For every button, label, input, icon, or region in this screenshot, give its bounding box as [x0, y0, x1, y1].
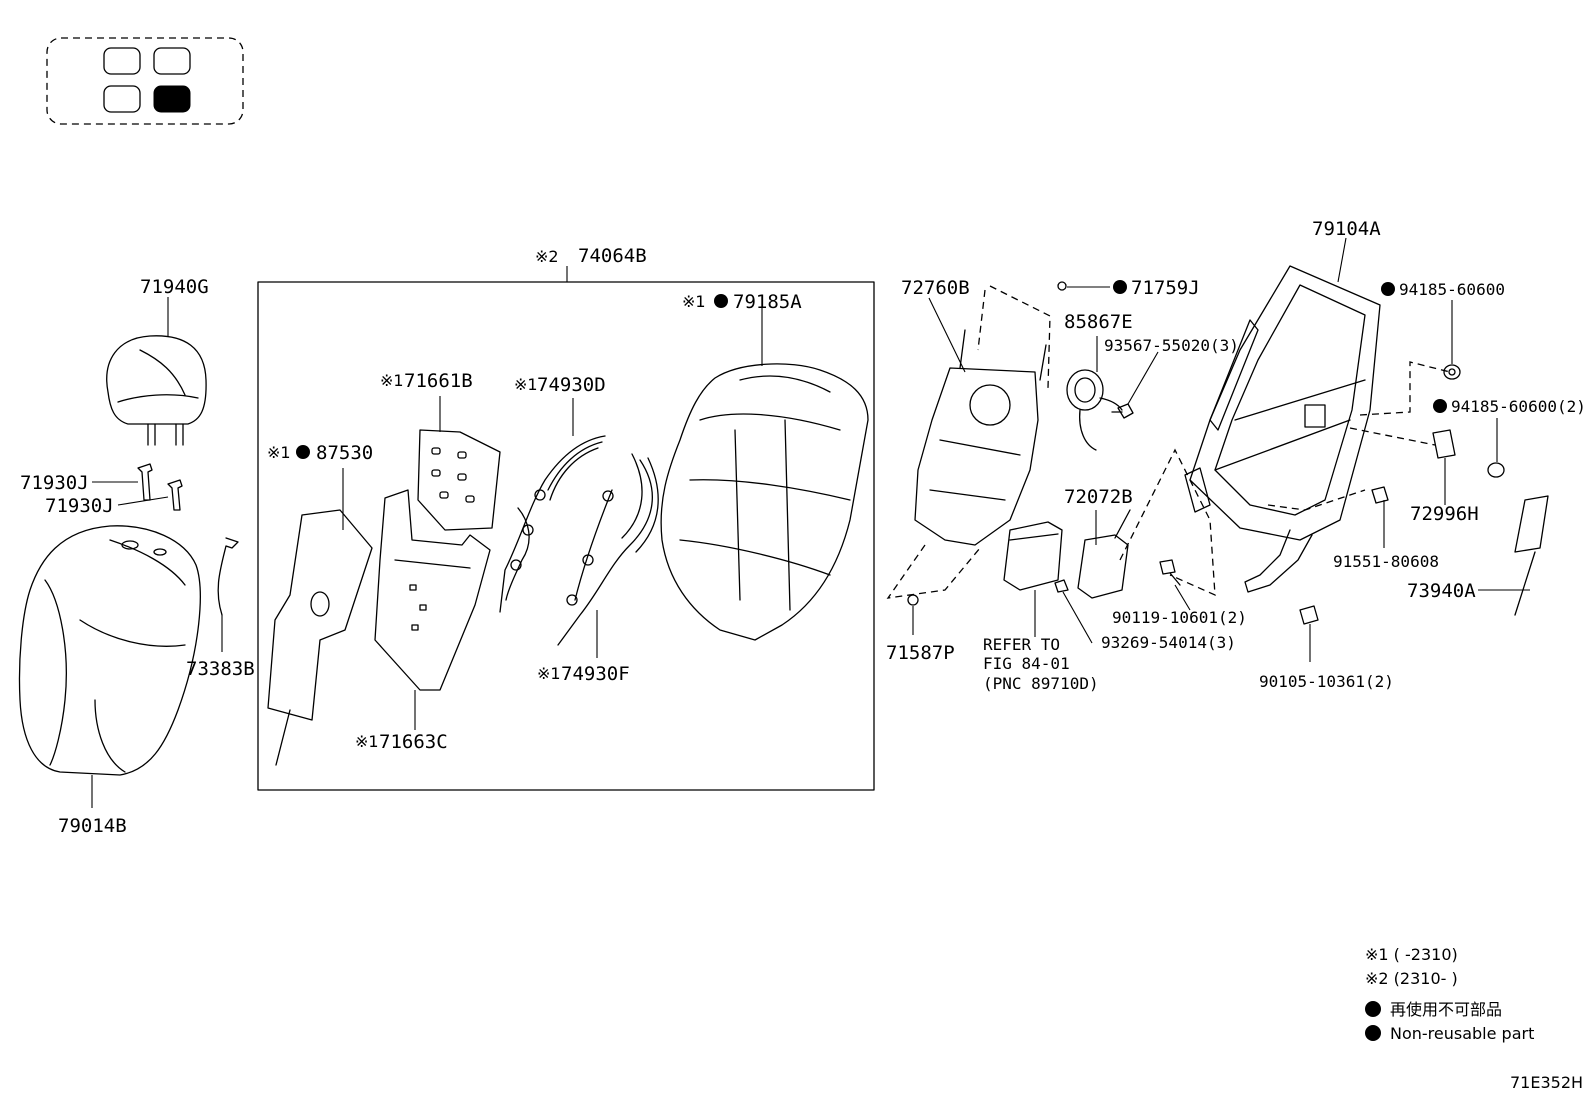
nut-94185-a-drawing [1443, 364, 1461, 380]
harness-74930F-drawing [557, 453, 659, 646]
box-mark: ※2 [535, 247, 559, 266]
figure-code: 71E352H [1510, 1073, 1583, 1092]
svg-text:※1: ※1 [380, 371, 404, 390]
svg-text:71661B: 71661B [404, 370, 473, 392]
svg-text:71663C: 71663C [379, 731, 448, 753]
svg-text:※1: ※1 [267, 443, 291, 462]
label-74930D: ※1 74930D [514, 374, 606, 396]
label-94185-60600-b: 94185-60600(2) [1433, 397, 1586, 416]
label-79014B: 79014B [58, 815, 127, 837]
pad-87530-drawing [267, 509, 373, 766]
label-72072B: 72072B [1064, 486, 1133, 508]
svg-text:※2 74064B: ※2 74064B [535, 245, 647, 267]
label-91551-80608: 91551-80608 [1333, 552, 1439, 571]
label-93269-54014: 93269-54014(3) [1101, 633, 1236, 652]
label-73383B: 73383B [186, 658, 255, 680]
seatback-cover-drawing [18, 525, 201, 776]
box-code: 74064B [578, 245, 647, 267]
nut-94185-b-drawing [1487, 462, 1505, 478]
headrest-guide-drawing [137, 463, 183, 511]
svg-text:74930D: 74930D [537, 374, 606, 396]
label-90105-10361: 90105-10361(2) [1259, 672, 1394, 691]
seat-position-front-left [103, 47, 141, 75]
label-79185A: ※1 79185A [682, 291, 802, 313]
heater-71661B-drawing [417, 429, 501, 531]
svg-text:71759J: 71759J [1131, 277, 1200, 299]
label-72996H: 72996H [1410, 503, 1479, 525]
label-74930F: ※1 74930F [537, 663, 630, 685]
svg-text:※1: ※1 [514, 375, 538, 394]
label-79104A: 79104A [1312, 218, 1381, 240]
legend-line-2: ※2 (2310- ) [1365, 969, 1458, 988]
svg-text:94185-60600(2): 94185-60600(2) [1451, 397, 1586, 416]
seat-position-front-right [153, 47, 191, 75]
seatback-pad-79185A-drawing [660, 363, 869, 641]
svg-text:※1: ※1 [355, 732, 379, 751]
wire-73383B-drawing [217, 537, 239, 616]
legend-line-1: ※1 ( -2310) [1365, 945, 1458, 964]
svg-text:(PNC 89710D): (PNC 89710D) [983, 674, 1099, 693]
svg-text:REFER TO: REFER TO [983, 635, 1060, 654]
label-71930J-a: 71930J [20, 472, 89, 494]
bolt-90119-drawing [1159, 559, 1181, 586]
harness-74930D-drawing [499, 435, 606, 613]
label-87530: ※1 87530 [267, 442, 373, 464]
seat-position-rear-right-selected [153, 85, 191, 113]
svg-text:74930F: 74930F [561, 663, 630, 685]
svg-text:94185-60600: 94185-60600 [1399, 280, 1505, 299]
label-93567-55020: 93567-55020(3) [1104, 336, 1239, 355]
seat-position-rear-left [103, 85, 141, 113]
label-71661B: ※1 71661B [380, 370, 473, 392]
screw-93567-drawing [1111, 403, 1134, 419]
assembly-box-74064B [257, 281, 875, 791]
bolt-90105-drawing [1299, 605, 1319, 625]
seatback-frame-79104A-drawing [1184, 265, 1381, 593]
svg-text:87530: 87530 [316, 442, 373, 464]
legend-line-3: 再使用不可部品 [1390, 1000, 1502, 1019]
cable-73940A-drawing [1514, 495, 1549, 616]
ecu-module-drawing [1003, 521, 1063, 591]
refer-note: REFER TO FIG 84-01 (PNC 89710D) [983, 635, 1099, 693]
label-71759J: 71759J [1113, 277, 1200, 299]
bolt-91551-drawing [1371, 486, 1389, 504]
label-71587P: 71587P [886, 642, 955, 664]
legend: ※1 ( -2310) ※2 (2310- ) 再使用不可部品 Non-reus… [1365, 945, 1534, 1043]
headrest-drawing [106, 335, 207, 446]
label-72760B: 72760B [901, 277, 970, 299]
svg-text:FIG 84-01: FIG 84-01 [983, 654, 1070, 673]
label-71940G: 71940G [140, 276, 209, 298]
label-71663C: ※1 71663C [355, 731, 448, 753]
module-72072B-drawing [1077, 509, 1131, 599]
legend-line-4: Non-reusable part [1390, 1024, 1534, 1043]
clip-93269-drawing [1054, 579, 1069, 593]
backboard-72760B-drawing [914, 329, 1047, 546]
label-73940A: 73940A [1407, 580, 1476, 602]
heater-71663C-drawing [374, 489, 491, 691]
svg-text:79185A: 79185A [733, 291, 802, 313]
seat-position-indicator [46, 37, 244, 125]
label-71930J-b: 71930J [45, 495, 114, 517]
clip-72996H-drawing [1432, 429, 1456, 459]
label-90119-10601: 90119-10601(2) [1112, 608, 1247, 627]
svg-text:※1: ※1 [682, 292, 706, 311]
label-94185-60600-a: 94185-60600 [1381, 280, 1505, 299]
label-85867E: 85867E [1064, 311, 1133, 333]
motor-85867E-drawing [1066, 369, 1123, 451]
svg-text:※1: ※1 [537, 664, 561, 683]
text-layer: ※2 74064B 71940G 71930J 71930J 79014B 73… [20, 218, 1586, 1092]
